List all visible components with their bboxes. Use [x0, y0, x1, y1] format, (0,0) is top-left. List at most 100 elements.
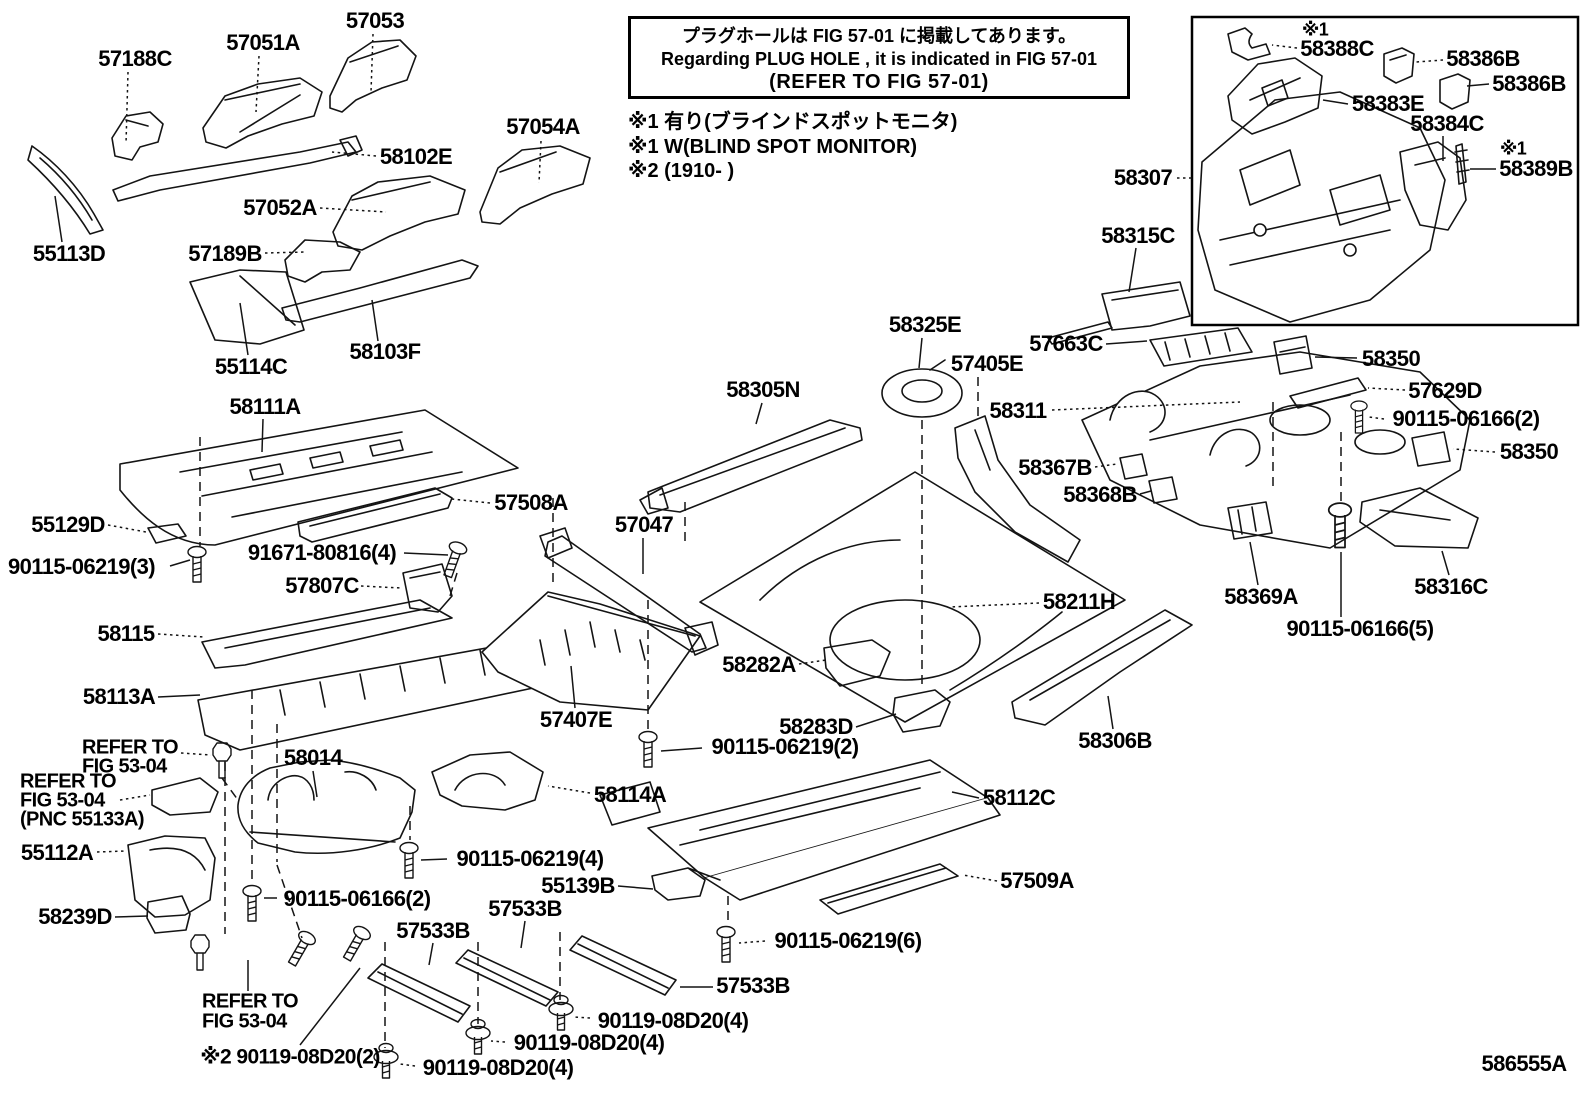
leader-line	[319, 207, 387, 213]
part-57047	[539, 527, 719, 656]
part-57663c	[1149, 327, 1253, 367]
leader-line	[255, 55, 260, 113]
part-58113a	[197, 641, 553, 751]
leader-line	[1094, 463, 1118, 468]
construction-line	[221, 777, 239, 801]
leader-line	[114, 915, 149, 918]
leader-line	[312, 770, 318, 798]
part-58386b-1	[1383, 47, 1415, 84]
leader-line	[119, 794, 151, 801]
leader-line	[157, 694, 201, 698]
leader-line	[451, 498, 491, 504]
leader-line	[738, 940, 766, 944]
leader-line	[617, 885, 654, 890]
part-58315c	[1047, 281, 1191, 345]
part-57188c	[111, 111, 164, 161]
part-55112a	[127, 835, 216, 918]
part-58383e	[1227, 57, 1323, 135]
part-57508a	[297, 487, 453, 543]
leader-line	[428, 942, 434, 966]
leader-line	[1322, 99, 1349, 105]
leader-line	[371, 299, 379, 342]
part-57189b	[284, 239, 361, 283]
leader-line	[403, 552, 449, 556]
notice-line-jp: プラグホールは FIG 57-01 に掲載してあります。	[681, 25, 1077, 46]
leader-line	[169, 559, 191, 567]
footnote-2: ※1 W(BLIND SPOT MONITOR)	[628, 135, 918, 158]
part-58384c	[1399, 141, 1467, 231]
leader-line	[54, 195, 63, 243]
part-58283d	[892, 689, 951, 733]
leader-line	[1441, 550, 1450, 576]
part-57509a	[819, 863, 959, 915]
leader-line	[490, 1040, 506, 1043]
part-57053	[329, 39, 417, 113]
leader-line	[264, 251, 307, 254]
leader-line	[370, 33, 374, 93]
leader-line	[261, 418, 264, 453]
leader-line	[520, 920, 526, 949]
leader-line	[1415, 59, 1444, 63]
part-58325e	[881, 359, 963, 418]
leader-line	[1128, 247, 1137, 293]
leader-line	[918, 337, 923, 369]
leader-line	[157, 633, 205, 638]
leader-line	[660, 747, 703, 752]
leader-line	[420, 858, 448, 861]
leader-line	[1314, 356, 1358, 359]
leader-line	[1271, 44, 1298, 49]
leader-line	[1249, 541, 1259, 586]
part-57533b-3	[569, 935, 677, 996]
part-58305n	[639, 419, 863, 515]
plug-hole-notice-box: プラグホールは FIG 57-01 に掲載してあります。 Regarding P…	[628, 16, 1130, 99]
leader-line	[962, 874, 998, 882]
leader-line	[1452, 448, 1496, 453]
leader-line	[798, 659, 827, 665]
part-58103f	[281, 259, 479, 323]
leader-line	[855, 713, 897, 728]
leader-line	[107, 524, 147, 533]
part-58112c	[599, 759, 1001, 901]
part-55139b	[651, 867, 721, 901]
leader-line	[547, 785, 591, 794]
part-57629d	[1289, 377, 1367, 409]
part-58368b	[1148, 476, 1178, 504]
notice-line-en: Regarding PLUG HOLE , it is indicated in…	[660, 48, 1098, 69]
part-58386b-2	[1439, 73, 1471, 110]
leader-line	[1367, 387, 1406, 391]
part-58350-lower	[1411, 431, 1451, 467]
part-55133a	[151, 777, 219, 816]
part-58014	[237, 759, 416, 855]
part-57533b-1	[367, 963, 471, 1023]
part-57807c	[402, 563, 453, 613]
footnote-3: ※2 (1910- )	[628, 160, 735, 182]
leader-line	[755, 402, 763, 425]
leader-line	[399, 1063, 416, 1067]
part-58350-upper	[1273, 335, 1313, 375]
part-55129d	[147, 523, 187, 544]
part-57054a	[479, 145, 591, 225]
part-58115	[201, 599, 453, 669]
leader-line	[538, 140, 542, 184]
part-58306b	[1011, 609, 1193, 726]
part-58388c	[1227, 27, 1271, 61]
part-58114a	[431, 751, 544, 811]
part-58369a	[1227, 501, 1273, 540]
part-57405e	[954, 415, 1081, 563]
part-58239d	[146, 895, 191, 934]
notice-line-refer: (REFER TO FIG 57-01)	[769, 70, 989, 93]
leader-line	[239, 302, 249, 356]
leader-line	[951, 791, 980, 799]
part-58316c	[1359, 487, 1479, 549]
part-58389b	[1454, 143, 1470, 185]
part-57051a	[202, 77, 323, 149]
part-58102e	[112, 135, 363, 202]
construction-line	[449, 572, 458, 597]
part-58282a	[823, 639, 891, 687]
part-55113d	[27, 145, 104, 235]
part-55114c	[189, 269, 305, 345]
footnotes: ※1 有り(ブラインドスポットモニタ) ※1 W(BLIND SPOT MONI…	[628, 110, 957, 184]
leader-line	[360, 585, 402, 589]
